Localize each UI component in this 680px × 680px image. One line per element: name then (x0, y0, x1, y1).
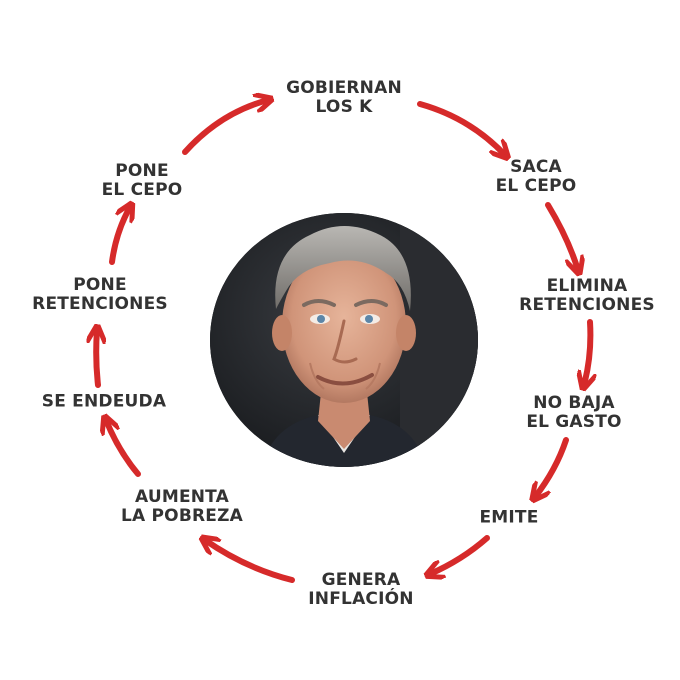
step-gobiernan-line-1: GOBIERNAN (286, 78, 402, 98)
step-pone-cepo: PONE EL CEPO (102, 162, 183, 200)
step-emite: EMITE (479, 507, 539, 528)
step-pone-retenciones-line-2: RETENCIONES (32, 294, 168, 314)
step-genera: GENERA INFLACIÓN (308, 571, 413, 609)
arrow-pone-retenciones-to-pone-cepo (109, 207, 130, 265)
step-endeuda-line-1: SE ENDEUDA (41, 391, 167, 412)
portrait-illustration (210, 213, 478, 467)
arrow-no-baja-to-emite (535, 437, 569, 497)
step-gobiernan-line-2: LOS K (315, 97, 373, 117)
arrow-elimina-to-no-baja (584, 319, 590, 385)
arrow-genera-to-aumenta (205, 540, 295, 583)
step-pone-retenciones: PONE RETENCIONES (32, 276, 168, 314)
step-pone-cepo-line-2: EL CEPO (101, 180, 183, 200)
step-aumenta-line-2: LA POBREZA (121, 506, 243, 526)
step-no-baja: NO BAJA EL GASTO (526, 394, 621, 432)
step-genera-line-1: GENERA (321, 570, 401, 590)
step-pone-cepo-line-1: PONE (115, 161, 169, 181)
arrow-saca-cepo-to-elimina (545, 202, 578, 270)
arrow-aumenta-to-endeuda (106, 420, 141, 477)
step-no-baja-line-1: NO BAJA (533, 393, 615, 413)
step-genera-line-2: INFLACIÓN (308, 589, 414, 609)
step-elimina-line-1: ELIMINA (546, 276, 628, 296)
step-endeuda: SE ENDEUDA (41, 391, 167, 412)
step-no-baja-line-2: EL GASTO (526, 412, 622, 432)
step-saca-cepo-line-2: EL CEPO (495, 176, 577, 196)
arrow-endeuda-to-pone-retenciones (96, 330, 98, 388)
arrow-emite-to-genera (430, 535, 490, 574)
portrait-photo (210, 213, 478, 467)
step-elimina-line-2: RETENCIONES (519, 295, 655, 315)
step-elimina: ELIMINA RETENCIONES (519, 277, 655, 315)
step-saca-cepo-line-1: SACA (510, 157, 562, 177)
arrow-gobiernan-to-saca-cepo (417, 101, 505, 155)
step-aumenta-line-1: AUMENTA (134, 487, 230, 507)
step-gobiernan: GOBIERNAN LOS K (286, 79, 402, 117)
step-emite-line-1: EMITE (479, 507, 539, 528)
step-aumenta: AUMENTA LA POBREZA (121, 488, 243, 526)
step-pone-retenciones-line-1: PONE (73, 275, 127, 295)
arrow-pone-cepo-to-gobiernan (182, 100, 268, 155)
step-saca-cepo: SACA EL CEPO (496, 158, 577, 196)
